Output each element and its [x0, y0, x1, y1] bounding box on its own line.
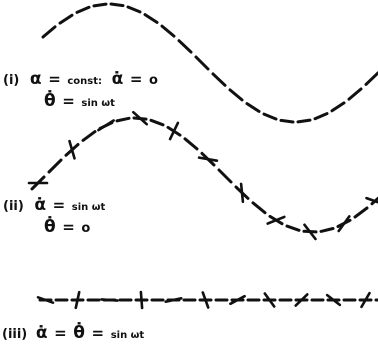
panel-i-dash [245, 102, 261, 113]
panel-ii-crossbar [68, 139, 76, 160]
panel-i-dash [228, 88, 244, 102]
panel-ii-dash [217, 168, 233, 184]
panel-ii-crossbar [168, 121, 180, 141]
panel-i-dash [279, 118, 295, 124]
panel-i-theta-dot: θ̇ [44, 89, 56, 111]
panel-ii-alpha-dot: α̇ [34, 195, 46, 215]
panel-iii-crossbar [325, 293, 342, 307]
panel-i-theta-equals: = [62, 92, 75, 110]
panel-iii-crossbar [100, 298, 119, 302]
panel-ii-crossbar [132, 110, 148, 126]
panel-i-dash [92, 2, 108, 8]
panel-i-dash [160, 24, 176, 38]
panel-ii-dash [353, 206, 369, 219]
panel-i-alpha-dot: α̇ [112, 69, 124, 89]
panel-iii-crossbar [294, 293, 309, 307]
panel-ii-crossbar [365, 196, 378, 204]
panel-iii-caption: (iii) α̇ = θ̇ = sin ωt [2, 321, 144, 343]
panel-iii-alpha-dot: α̇ [36, 323, 48, 343]
panel-ii-waveform [27, 110, 378, 241]
panel-ii-dash [183, 137, 199, 151]
panel-i-dash [262, 112, 278, 121]
panel-i-equals: = [48, 70, 61, 88]
panel-i-const: const: [67, 76, 102, 87]
panel-iii-crossbar [74, 290, 81, 310]
panel-ii-dash [251, 201, 267, 215]
panel-i-theta-value: sin ωt [81, 98, 115, 109]
panel-iii-crossbar [229, 294, 246, 306]
panel-ii-crossbar [303, 223, 317, 241]
panel-ii-alpha-value: sin ωt [72, 202, 106, 213]
panel-iii-equals-2: = [92, 324, 105, 342]
panel-ii-theta-equals: = [62, 218, 75, 236]
panel-iii-crossbar [201, 291, 210, 309]
panel-i-rate-equals: = [130, 70, 143, 88]
panel-ii-theta-dot: θ̇ [44, 215, 56, 237]
panel-i-dash [41, 25, 57, 39]
panel-i-dash [75, 5, 91, 14]
panel-i-dash [296, 118, 312, 124]
panel-i-rate-value: o [149, 73, 158, 88]
panel-iii-crossbar [164, 296, 183, 304]
panel-iii-crossbar [263, 292, 276, 308]
panel-ii-theta-value: o [81, 221, 90, 236]
panel-i-caption-line2: θ̇ = sin ωt [44, 89, 115, 111]
panel-ii-crossbar [337, 215, 351, 233]
panel-ii-label: (ii) [3, 199, 24, 214]
panel-ii-crossbar [97, 119, 115, 132]
panel-i-dash [109, 2, 125, 8]
panel-i-dash [177, 39, 193, 54]
panel-ii-dash [149, 118, 165, 127]
panel-ii-dash [47, 158, 63, 174]
panel-i-dash [58, 13, 74, 25]
panel-i-dash [347, 87, 363, 101]
panel-iii-theta-dot: θ̇ [73, 321, 85, 343]
panel-i-dash [364, 71, 378, 86]
panel-ii-dash [285, 224, 301, 232]
panel-ii-crossbar [266, 215, 286, 225]
panel-iii-value: sin ωt [111, 330, 145, 341]
panel-ii-crossbar [197, 156, 219, 162]
panel-iii-waveform [36, 290, 378, 310]
panel-ii-dash [81, 130, 97, 142]
panel-ii-dash [319, 227, 335, 233]
panel-iii-equals: = [54, 324, 67, 342]
panel-i-dash [194, 55, 210, 71]
panel-ii-caption: (ii) α̇ = sin ωt [3, 195, 105, 215]
panel-ii-crossbar [239, 182, 245, 204]
panel-iii-crossbar [139, 290, 144, 310]
panel-i-dash [211, 72, 227, 87]
panel-i-dash [330, 101, 346, 113]
panel-i-dash [126, 5, 142, 14]
panel-i-dash [313, 112, 329, 121]
panel-iii-crossbar [360, 291, 371, 309]
panel-i-waveform [41, 2, 378, 124]
panel-i-label: (i) [3, 73, 19, 88]
panel-i-caption: (i) α = const: α̇ = o [3, 69, 158, 89]
panel-iii-crossbar [36, 295, 55, 305]
panel-ii-dash [115, 116, 131, 123]
panel-i-alpha: α [30, 69, 42, 89]
panel-ii-caption-line2: θ̇ = o [44, 215, 90, 237]
panel-ii-equals: = [53, 196, 66, 214]
panel-iii-label: (iii) [2, 327, 27, 342]
panel-i-dash [143, 13, 159, 24]
